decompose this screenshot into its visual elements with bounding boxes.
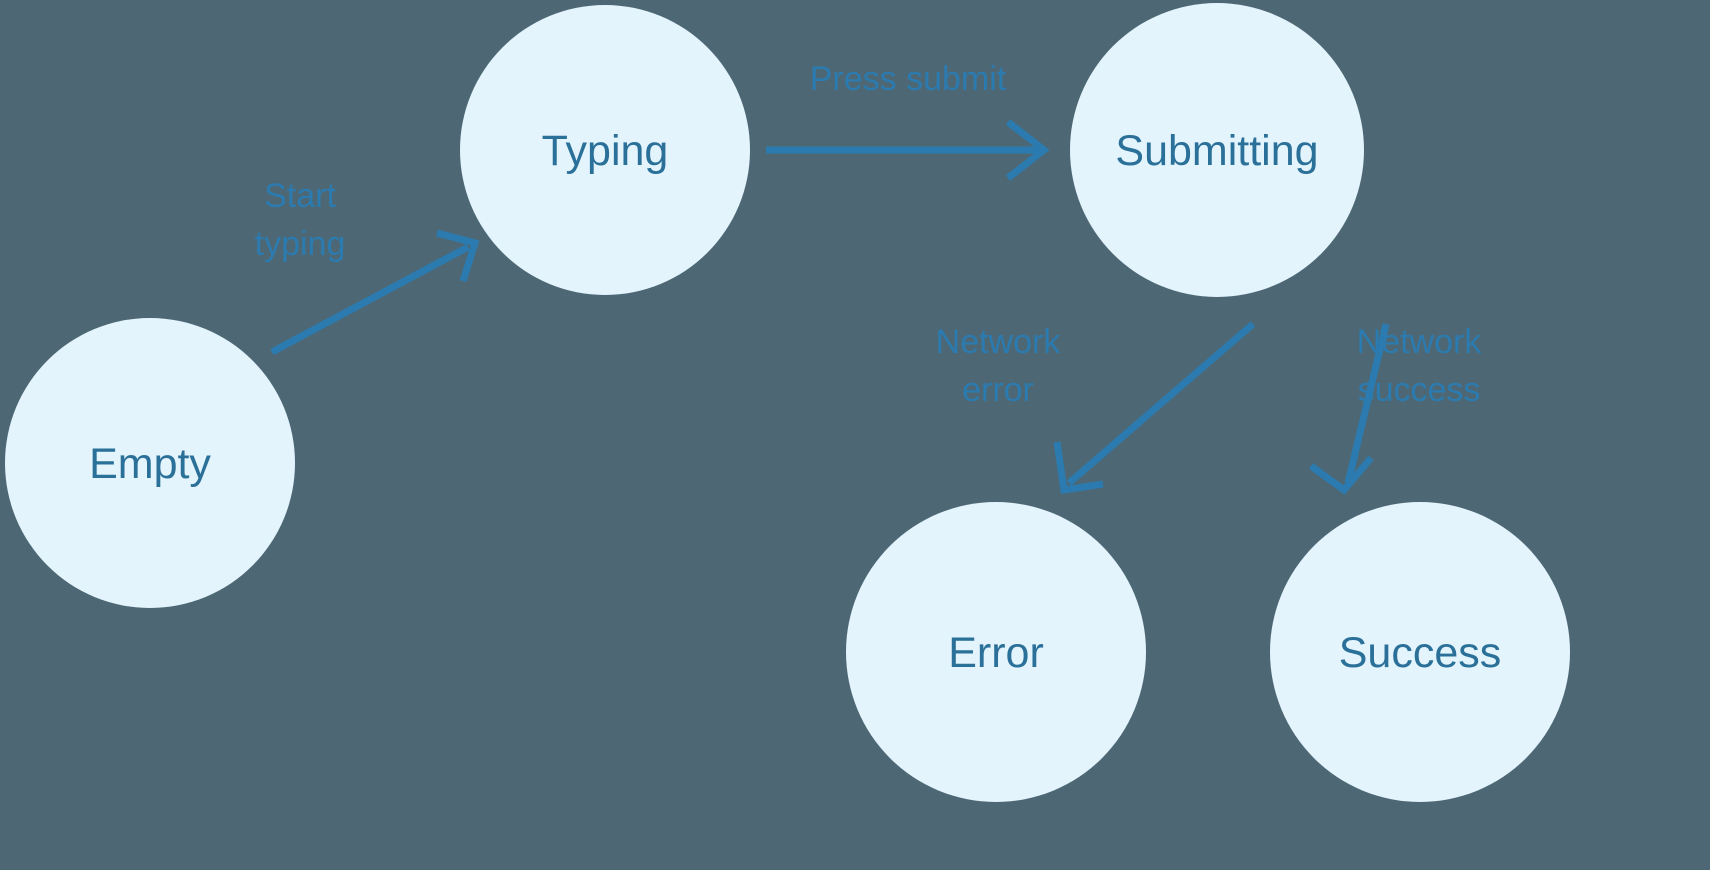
edge-line-empty-to-typing: [270, 243, 470, 356]
state-circle-success: [1270, 502, 1570, 802]
edge-label-press-submit: Press submit: [810, 60, 1007, 98]
state-circle-empty: [5, 318, 295, 608]
arrowhead-submitting-to-success: [1308, 455, 1374, 495]
edge-label-network-success-line2: success: [1358, 371, 1481, 409]
edge-label-network-error-line1: Network: [936, 323, 1062, 361]
arrowhead-empty-to-typing: [436, 229, 480, 283]
state-node-error[interactable]: Error: [846, 502, 1146, 802]
edge-label-network-error-line2: error: [962, 371, 1034, 409]
state-label-submitting: Submitting: [1115, 127, 1318, 175]
edge-label-start-typing-line2: typing: [255, 225, 346, 263]
state-node-submitting[interactable]: Submitting: [1070, 3, 1364, 297]
state-label-typing: Typing: [542, 127, 669, 175]
state-circle-error: [846, 502, 1146, 802]
state-circle-submitting: [1070, 3, 1364, 297]
edge-empty-to-typing[interactable]: Start typing: [255, 177, 480, 356]
edge-label-start-typing-line1: Start: [264, 177, 336, 215]
arrowhead-typing-to-submitting: [1005, 119, 1050, 181]
edge-typing-to-submitting[interactable]: Press submit: [766, 60, 1050, 181]
state-circle-typing: [460, 5, 750, 295]
state-node-typing[interactable]: Typing: [460, 5, 750, 295]
state-label-success: Success: [1339, 629, 1502, 677]
state-node-empty[interactable]: Empty: [5, 318, 295, 608]
edge-line-submitting-to-error: [1066, 321, 1256, 486]
state-node-success[interactable]: Success: [1270, 502, 1570, 802]
state-label-error: Error: [948, 629, 1044, 677]
edge-label-network-success-line1: Network: [1357, 323, 1483, 361]
edge-line-submitting-to-success: [1344, 323, 1390, 484]
edge-submitting-to-success[interactable]: Network success: [1308, 323, 1483, 495]
edge-submitting-to-error[interactable]: Network error: [936, 321, 1256, 494]
arrowhead-submitting-to-error: [1053, 441, 1104, 494]
state-label-empty: Empty: [89, 440, 211, 488]
